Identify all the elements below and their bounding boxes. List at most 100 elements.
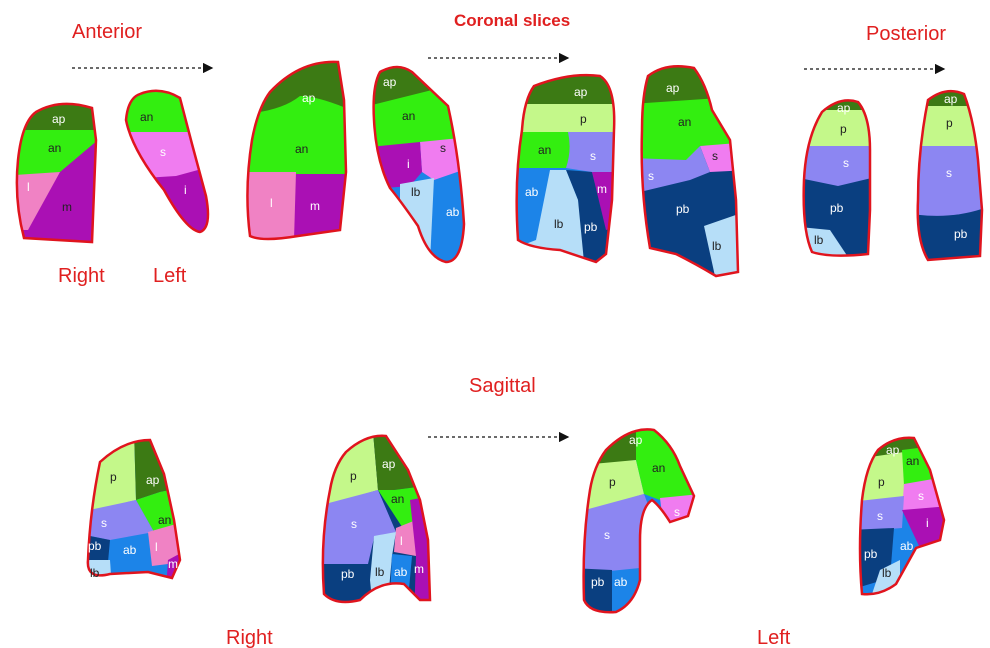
segment-label-p: p xyxy=(609,475,616,489)
segment-label-lb: lb xyxy=(712,239,722,253)
segment-label-s: s xyxy=(877,509,883,523)
segment-label-ap: ap xyxy=(574,85,588,99)
segment-label-s: s xyxy=(351,517,357,531)
segment-label-s: s xyxy=(918,489,924,503)
segment-l xyxy=(394,520,416,556)
segment-label-ap: ap xyxy=(52,112,66,126)
segment-label-pb: pb xyxy=(88,539,102,553)
segment-label-p: p xyxy=(110,470,117,484)
sagittal-left-label: Left xyxy=(757,627,791,648)
segment-s xyxy=(583,494,650,572)
coronal-2-left-lung: ap an s i lb ab xyxy=(372,65,466,264)
segment-label-s: s xyxy=(946,166,952,180)
segment-label-pb: pb xyxy=(830,201,844,215)
segment-label-m: m xyxy=(414,562,424,576)
segment-label-an: an xyxy=(140,110,153,124)
segment-s xyxy=(803,146,870,186)
segment-s xyxy=(87,500,154,540)
segment-label-s: s xyxy=(674,505,680,519)
segment-label-an: an xyxy=(652,461,665,475)
segment-s2 xyxy=(641,146,710,192)
segment-label-an: an xyxy=(678,115,691,129)
segment-label-ap: ap xyxy=(944,92,958,106)
segment-label-ap: ap xyxy=(146,473,160,487)
segment-label-m: m xyxy=(310,199,320,213)
segment-label-l: l xyxy=(155,540,158,554)
segment-label-an: an xyxy=(402,109,415,123)
segment-label-pb: pb xyxy=(341,567,355,581)
segment-lb xyxy=(704,210,738,276)
segment-label-pb: pb xyxy=(954,227,968,241)
segment-label-pb: pb xyxy=(864,547,878,561)
segment-label-s: s xyxy=(160,145,166,159)
segment-label-i: i xyxy=(184,183,187,197)
segment-label-lb: lb xyxy=(90,566,100,580)
segment-label-s: s xyxy=(712,149,718,163)
segment-label-l: l xyxy=(27,180,30,194)
segment-label-ab: ab xyxy=(446,205,460,219)
segment-label-p: p xyxy=(946,116,953,130)
coronal-1-right-lung: ap an l m xyxy=(15,102,98,244)
segment-label-s: s xyxy=(101,516,107,530)
segment-label-i: i xyxy=(926,516,929,530)
segment-s xyxy=(860,496,904,532)
segment-label-ap: ap xyxy=(382,457,396,471)
segment-label-lb: lb xyxy=(375,565,385,579)
coronal-4-left-lung: ap p s pb xyxy=(916,89,984,262)
sagittal-right-label: Right xyxy=(226,627,273,648)
segment-label-ap: ap xyxy=(886,443,900,457)
segment-label-i: i xyxy=(407,157,410,171)
coronal-1-left-lung: an s i xyxy=(124,89,210,234)
posterior-heading: Posterior xyxy=(866,23,946,45)
segment-pb xyxy=(87,534,110,562)
coronal-2-right-lung: ap an l m xyxy=(246,60,348,241)
segment-label-p: p xyxy=(840,122,847,136)
segment-label-an: an xyxy=(906,454,919,468)
segment-label-p: p xyxy=(350,469,357,483)
segment-an xyxy=(16,130,96,178)
segment-s xyxy=(420,136,464,180)
segment-label-an: an xyxy=(391,492,404,506)
segment-label-lb: lb xyxy=(882,566,892,580)
segment-label-s: s xyxy=(648,169,654,183)
segment-i xyxy=(902,506,944,548)
coronal-heading: Coronal slices xyxy=(454,11,570,30)
segment-label-ab: ab xyxy=(123,543,137,557)
segment-lb xyxy=(516,170,584,262)
segment-label-ap: ap xyxy=(837,101,851,115)
segment-l xyxy=(247,172,296,239)
coronal-4-right-lung: ap p s pb lb xyxy=(802,99,872,257)
segment-p xyxy=(87,440,136,514)
segment-label-pb: pb xyxy=(676,202,690,216)
coronal-right-label: Right xyxy=(58,265,105,287)
segment-label-s: s xyxy=(440,141,446,155)
sagittal-heading: Sagittal xyxy=(469,375,536,397)
segment-label-m: m xyxy=(597,182,607,196)
segment-label-s: s xyxy=(604,528,610,542)
segment-label-p: p xyxy=(580,112,587,126)
sagittal-4-left-lung: ap an p s s i ab pb lb xyxy=(858,436,946,596)
segment-s xyxy=(917,146,982,216)
segment-label-ap: ap xyxy=(302,91,316,105)
segment-label-l: l xyxy=(270,196,273,210)
segment-label-s: s xyxy=(590,149,596,163)
segment-label-p: p xyxy=(878,475,885,489)
segment-p xyxy=(516,104,615,134)
segment-p xyxy=(860,452,904,504)
segment-label-lb: lb xyxy=(411,185,421,199)
segment-s xyxy=(566,132,615,172)
coronal-3-right-lung: ap p an s ab m lb pb xyxy=(515,73,616,264)
segment-an xyxy=(247,96,346,174)
coronal-3-left-lung: ap an s s pb lb xyxy=(640,65,740,278)
segment-label-ap: ap xyxy=(666,81,680,95)
segment-label-an: an xyxy=(158,513,171,527)
segment-label-s: s xyxy=(843,156,849,170)
sagittal-1-right-lung: p ap an s pb ab l m lb xyxy=(86,438,182,580)
segment-label-pb: pb xyxy=(591,575,605,589)
segment-label-lb: lb xyxy=(554,217,564,231)
segment-label-pb: pb xyxy=(584,220,598,234)
segment-label-ab: ab xyxy=(525,185,539,199)
segment-l xyxy=(16,172,60,230)
segment-label-ap: ap xyxy=(629,433,643,447)
